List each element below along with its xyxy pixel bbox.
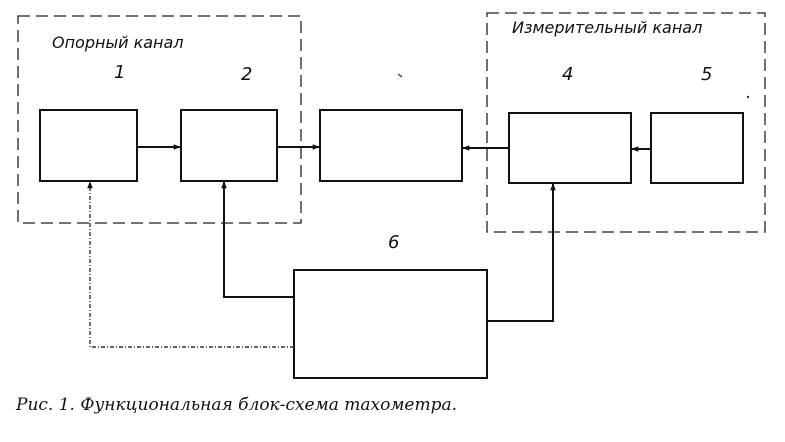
measuring-channel-label: Измерительный канал [512, 18, 702, 37]
block-2 [180, 109, 278, 182]
block-4-number: 4 [562, 64, 573, 85]
block-3-faint-mark [397, 73, 403, 78]
block-1-number: 1 [114, 62, 125, 83]
block-5 [650, 112, 744, 184]
block-3 [319, 109, 463, 182]
block-5-number: 5 [701, 64, 712, 85]
reference-channel-label: Опорный канал [52, 33, 184, 52]
block-6 [293, 269, 488, 379]
reference-channel-group [17, 15, 302, 224]
block-6-number: 6 [388, 232, 399, 253]
block-4 [508, 112, 632, 184]
block-2-number: 2 [241, 64, 252, 85]
measuring-channel-group [486, 12, 766, 233]
block-diagram: Опорный канал Измерительный канал 1 2 4 … [17, 12, 766, 379]
stray-dot [746, 95, 750, 99]
block-1 [39, 109, 138, 182]
line-6-to-4 [487, 183, 556, 322]
line-6-to-2 [221, 181, 294, 298]
figure-caption: Рис. 1. Функциональная блок-схема тахоме… [16, 395, 458, 415]
line-6-to-1-dashed [87, 181, 294, 348]
